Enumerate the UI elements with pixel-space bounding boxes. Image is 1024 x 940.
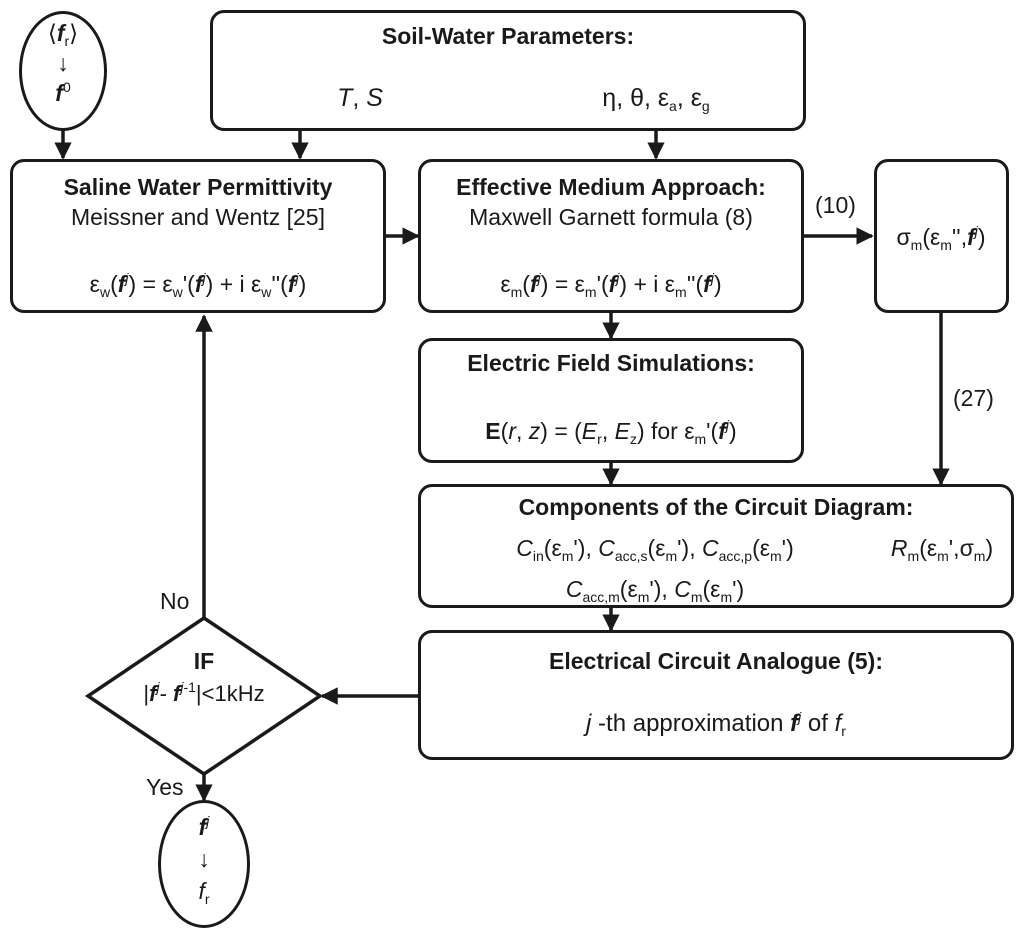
- components-title: Components of the Circuit Diagram:: [518, 494, 914, 520]
- effective-medium-box: [418, 159, 804, 313]
- start-node: [19, 11, 107, 131]
- soil-water-right: η, θ, εa, εg: [602, 84, 710, 114]
- components-resistance: Rm(εm',σm): [890, 535, 994, 564]
- yes-label: Yes: [146, 774, 184, 800]
- soil-water-left: T, S: [337, 84, 383, 112]
- saline-water-box: [10, 159, 386, 313]
- ema-formula: εm(fj) = εm'(fj) + i εm''(fj): [500, 270, 722, 300]
- efield-formula: E(r, z) = (Er, Ez) for εm'(fj): [485, 417, 737, 447]
- ema-title: Effective Medium Approach:: [456, 174, 766, 200]
- decision-condition: |fj- fj-1|<1kHz: [143, 679, 265, 706]
- end-node-result: fr: [198, 878, 210, 907]
- saline-subtitle: Meissner and Wentz [25]: [71, 204, 325, 230]
- ema-subtitle: Maxwell Garnett formula (8): [469, 204, 753, 230]
- efield-title: Electric Field Simulations:: [467, 350, 755, 376]
- conductivity-text: σm(εm'',fj): [896, 223, 986, 253]
- start-node-text: ⟨fr⟩: [47, 20, 79, 49]
- circuit-title: Electrical Circuit Analogue (5):: [549, 648, 883, 674]
- equation-10-label: (10): [815, 192, 856, 218]
- decision-title: IF: [193, 648, 215, 674]
- decision-diamond: [84, 615, 324, 777]
- circuit-components-box: [418, 484, 1014, 608]
- conductivity-box: [874, 159, 1009, 313]
- start-node-result: f0: [55, 79, 71, 106]
- start-node-arrow: ↓: [57, 50, 69, 76]
- soil-water-title: Soil-Water Parameters:: [381, 23, 635, 49]
- soil-water-parameters-box: [210, 10, 806, 131]
- equation-27-label: (27): [953, 385, 994, 411]
- electric-field-box: [418, 338, 804, 463]
- components-line1: Cin(εm'), Cacc,s(εm'), Cacc,p(εm'): [516, 535, 794, 564]
- saline-title: Saline Water Permittivity: [63, 174, 333, 200]
- circuit-text: j -th approximation fj of fr: [586, 709, 846, 739]
- circuit-analogue-box: [418, 630, 1014, 760]
- saline-formula: εw(fj) = εw'(fj) + i εw''(fj): [89, 270, 307, 300]
- end-node-text: fj: [198, 813, 210, 840]
- components-line2: Cacc,m(εm'), Cm(εm'): [565, 576, 745, 605]
- no-label: No: [160, 588, 190, 614]
- end-node: [158, 800, 250, 928]
- end-node-arrow: ↓: [198, 846, 210, 872]
